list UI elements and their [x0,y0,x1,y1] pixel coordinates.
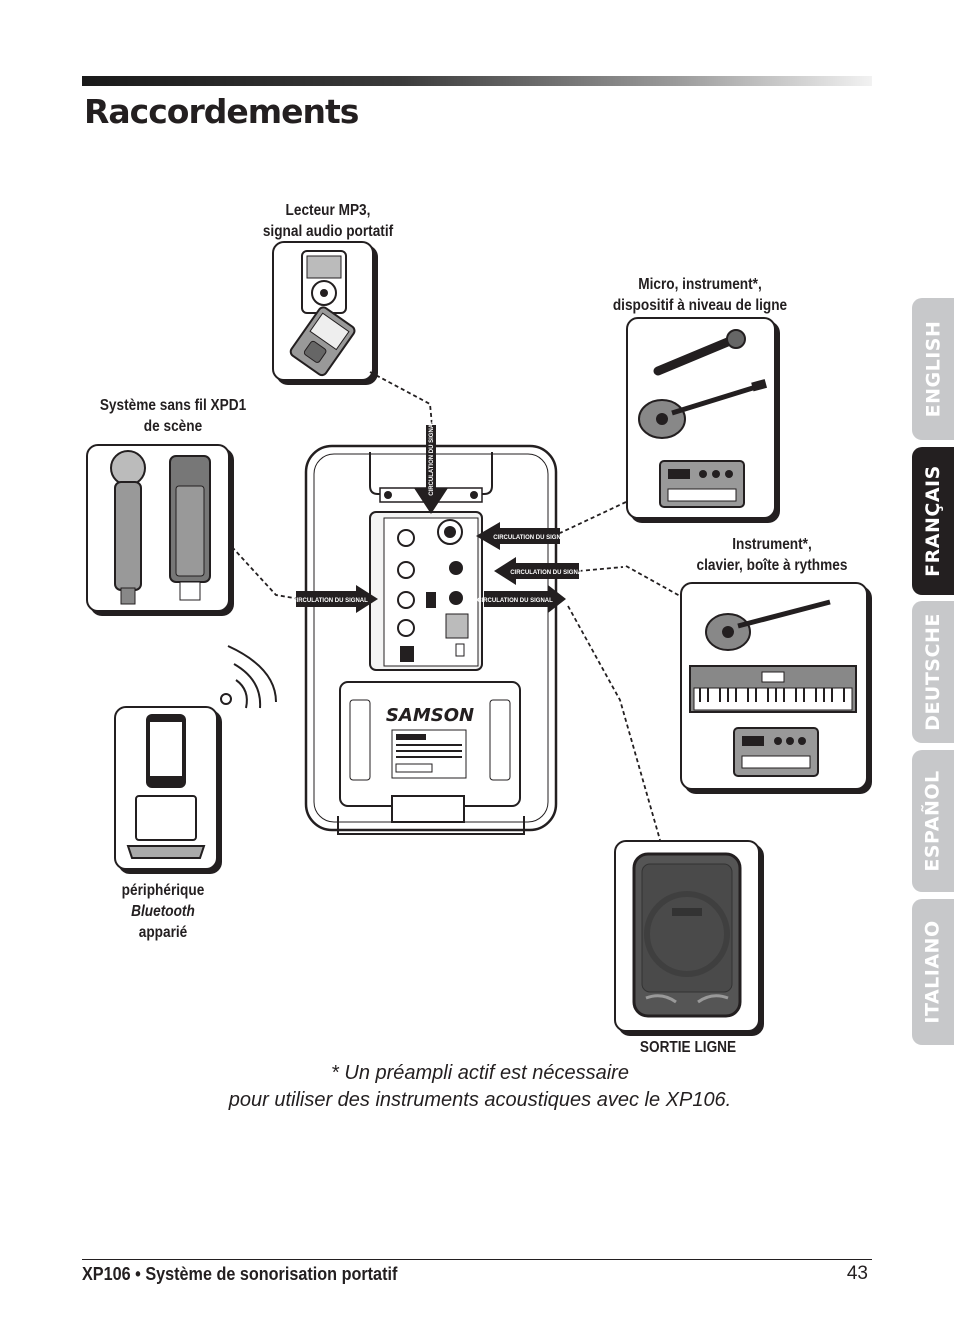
label-mp3-line1: Lecteur MP3, [285,202,371,219]
label-bluetooth-line3: apparié [138,924,188,941]
tab-deutsche-label: DEUTSCHE [922,613,944,731]
connection-lines [231,371,681,841]
drum-machine-icon [733,727,819,777]
label-instrument-line1: Instrument*, [732,536,812,553]
drum-machine-icon [659,460,745,508]
tab-espanol-label: ESPAÑOL [922,770,944,872]
bluetooth-device-box [114,706,218,870]
phone-laptop-icon [126,714,206,859]
tab-espanol[interactable]: ESPAÑOL [912,750,954,892]
label-instrument-line2: clavier, boîte à rythmes [696,557,848,574]
label-instrument-keyboard: Instrument*, clavier, boîte à rythmes [684,534,860,576]
label-mp3-player: Lecteur MP3, signal audio portatif [258,200,399,242]
line-out-speaker-box [614,840,760,1032]
acoustic-guitar-icon [638,379,768,439]
microphone-icon [653,329,746,376]
guitar-keyboard-drum-icon [689,599,857,777]
signal-label-2: CIRCULATION DU SIGNAL [510,570,586,576]
instrument-keyboard-box [680,582,868,790]
speaker-icon [632,852,742,1018]
tab-francais[interactable]: FRANÇAIS [912,447,954,595]
tab-deutsche[interactable]: DEUTSCHE [912,601,954,743]
label-mic-line1: Micro, instrument*, [638,276,762,293]
label-mp3-line2: signal audio portatif [262,223,394,240]
wireless-system-box [86,444,230,612]
tab-italiano[interactable]: ITALIANO [912,899,954,1045]
header-rule [82,76,872,86]
wireless-mic-icon [110,450,211,605]
label-bluetooth-line2: Bluetooth [131,903,195,920]
tab-english[interactable]: ENGLISH [912,298,954,440]
signal-label-3: CIRCULATION DU SIGNAL [292,598,368,604]
tab-francais-label: FRANÇAIS [922,465,944,577]
label-wireless-line2: de scène [143,418,203,435]
page-title: Raccordements [84,92,359,131]
footer-title: XP106 • Système de sonorisation portatif [82,1264,398,1284]
mic-guitar-drum-icon [638,329,768,508]
note-line1: * Un préampli actif est nécessaire [331,1062,629,1084]
keyboard-icon [689,665,857,713]
signal-label-4: CIRCULATION DU SIGNAL [477,598,553,604]
bluetooth-waves-icon [220,645,277,709]
signal-arrows [296,425,579,613]
mp3-player-icon [289,250,356,377]
label-mic-line2: dispositif à niveau de ligne [612,297,788,314]
page-number: 43 [846,1263,868,1284]
tab-italiano-label: ITALIANO [922,920,945,1024]
footer-rule [82,1259,872,1260]
note-line2: pour utiliser des instruments acoustique… [228,1089,732,1111]
mic-instrument-box [626,317,776,519]
acoustic-guitar-icon [705,599,831,651]
label-bluetooth-device: périphérique Bluetooth apparié [108,880,219,943]
mp3-player-box [272,241,374,381]
brand-logo: SAMSON [386,705,474,726]
label-wireless-line1: Système sans fil XPD1 [99,397,247,414]
label-line-out: SORTIE LIGNE [639,1039,737,1056]
tab-english-label: ENGLISH [922,320,944,418]
acoustic-preamp-note: * Un préampli actif est nécessaire pour … [80,1060,880,1114]
signal-label-5: CIRCULATION DU SIGNAL [429,420,435,496]
signal-label-1: CIRCULATION DU SIGNAL [493,535,569,541]
label-wireless-system: Système sans fil XPD1 de scène [89,395,256,437]
label-mic-instrument: Micro, instrument*, dispositif à niveau … [603,274,797,316]
label-bluetooth-line1: périphérique [121,882,205,899]
